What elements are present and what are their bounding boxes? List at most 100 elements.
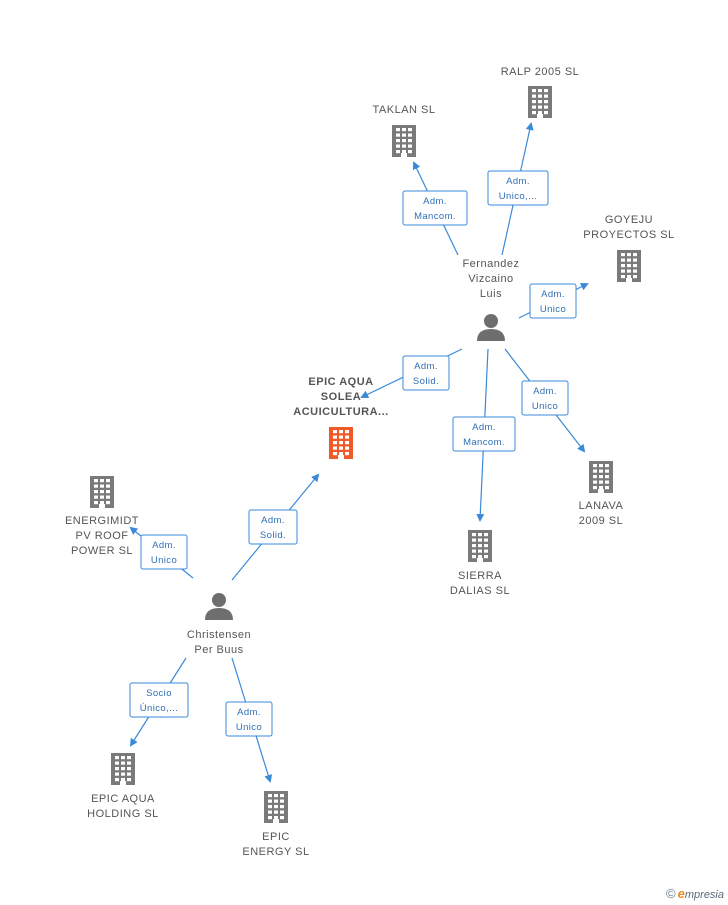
edge-label-text: Adm.	[506, 176, 530, 187]
node-label: PV ROOF	[75, 530, 128, 542]
edge-label-text: Adm.	[423, 196, 447, 207]
empresia-logo[interactable]: ©empresia	[666, 886, 724, 901]
node-label: TAKLAN SL	[373, 104, 436, 116]
node-label: Vizcaino	[468, 273, 513, 285]
person-icon	[205, 593, 233, 620]
node-label: Christensen	[187, 629, 251, 641]
edge-label-text: Adm.	[541, 289, 565, 300]
copyright-icon: ©	[666, 886, 676, 901]
building-icon	[90, 476, 114, 508]
edge-label-box	[129, 682, 189, 718]
edge-label-box	[140, 534, 188, 570]
node-label: Luis	[480, 288, 502, 300]
node-label: LANAVA	[579, 500, 624, 512]
edge-label-box	[402, 355, 450, 391]
edge-label-box	[225, 701, 273, 737]
person-icon	[477, 314, 505, 341]
edge-fernandez-ralp[interactable]: Adm. Unico,...	[487, 122, 549, 256]
edge-label-text: Solid.	[260, 530, 286, 541]
edge-label[interactable]: Adm. Solid.	[402, 355, 450, 391]
node-label: SIERRA	[458, 570, 502, 582]
edge-label-text: Unico	[532, 401, 558, 412]
edge-label-box	[487, 170, 549, 206]
building-icon	[617, 250, 641, 282]
node-epic-aqua-solea[interactable]: EPIC AQUA SOLEA ACUICULTURA...	[293, 376, 388, 459]
node-epic-energy[interactable]: EPIC ENERGY SL	[242, 791, 309, 858]
edge-christensen-epic[interactable]: Adm. Solid.	[231, 473, 320, 581]
edge-label-text: Adm.	[533, 386, 557, 397]
node-sierra-dalias[interactable]: SIERRA DALIAS SL	[450, 530, 510, 597]
node-energimidt[interactable]: ENERGIMIDT PV ROOF POWER SL	[65, 476, 139, 557]
node-label: EPIC AQUA	[91, 793, 155, 805]
node-label: Fernandez	[462, 258, 519, 270]
edge-label-box	[529, 283, 577, 319]
node-label: RALP 2005 SL	[501, 66, 580, 78]
edge-fernandez-goyeju[interactable]: Adm. Unico	[518, 283, 589, 319]
edge-label-text: Adm.	[261, 515, 285, 526]
node-label: ACUICULTURA...	[293, 406, 388, 418]
edge-label-text: Adm.	[414, 361, 438, 372]
edge-label[interactable]: Adm. Solid.	[248, 509, 298, 545]
edge-label[interactable]: Adm. Unico	[521, 380, 569, 416]
edge-label-text: Adm.	[237, 707, 261, 718]
edge-fernandez-epic[interactable]: Adm. Solid.	[360, 348, 463, 399]
edge-label-box	[521, 380, 569, 416]
node-label: Per Buus	[194, 644, 243, 656]
node-label: EPIC AQUA	[308, 376, 373, 388]
edge-label-text: Unico	[540, 304, 566, 315]
edge-christensen-energimidt[interactable]: Adm. Unico	[129, 526, 194, 579]
node-lanava[interactable]: LANAVA 2009 SL	[579, 461, 624, 527]
edge-christensen-holding[interactable]: SocioÚnico,...	[129, 657, 189, 747]
node-ralp-2005[interactable]: RALP 2005 SL	[501, 66, 580, 118]
nodes-layer: EPIC AQUA SOLEA ACUICULTURA... TAKLAN SL RAL…	[65, 66, 674, 858]
building-icon	[392, 125, 416, 157]
edge-label-text: Unico	[236, 722, 262, 733]
edge-label[interactable]: Adm. Mancom.	[452, 416, 516, 452]
edge-label-box	[248, 509, 298, 545]
edge-label-box	[452, 416, 516, 452]
building-icon	[264, 791, 288, 823]
node-label: DALIAS SL	[450, 585, 510, 597]
edge-label-text: Unico,...	[499, 191, 537, 202]
building-icon	[589, 461, 613, 493]
edge-label-text: Unico	[151, 555, 177, 566]
edge-fernandez-taklan[interactable]: Adm. Mancom.	[402, 161, 468, 256]
edges-layer: Adm.Mancom.Adm.Unico,...Adm.UnicoAdm.Sol…	[129, 122, 589, 783]
edge-label-text: Adm.	[152, 540, 176, 551]
node-label: EPIC	[262, 831, 290, 843]
edge-fernandez-sierra[interactable]: Adm. Mancom.	[452, 348, 516, 522]
edge-label[interactable]: Adm. Mancom.	[402, 190, 468, 226]
node-goyeju[interactable]: GOYEJU PROYECTOS SL	[583, 214, 674, 282]
edge-label[interactable]: Adm. Unico	[225, 701, 273, 737]
edge-label-text: Adm.	[472, 422, 496, 433]
edge-label-box	[402, 190, 468, 226]
edge-label-text: Único,...	[140, 703, 178, 714]
edge-label[interactable]: Adm. Unico	[529, 283, 577, 319]
node-taklan[interactable]: TAKLAN SL	[373, 104, 436, 157]
node-label: ENERGY SL	[242, 846, 309, 858]
edge-label-text: Socio	[146, 688, 172, 699]
node-label: HOLDING SL	[87, 808, 159, 820]
building-icon	[468, 530, 492, 562]
node-epic-aqua-holding[interactable]: EPIC AQUA HOLDING SL	[87, 753, 159, 820]
node-label: SOLEA	[321, 391, 361, 403]
node-label: GOYEJU	[605, 214, 653, 226]
edge-label-text: Mancom.	[414, 211, 456, 222]
edge-label-text: Solid.	[413, 376, 439, 387]
edge-fernandez-lanava[interactable]: Adm. Unico	[504, 348, 586, 453]
edge-label[interactable]: SocioÚnico,...	[129, 682, 189, 718]
edge-label[interactable]: Adm. Unico	[140, 534, 188, 570]
node-label: POWER SL	[71, 545, 133, 557]
edge-christensen-energy[interactable]: Adm. Unico	[225, 657, 273, 783]
building-icon	[111, 753, 135, 785]
edge-label[interactable]: Adm. Unico,...	[487, 170, 549, 206]
building-icon	[329, 427, 353, 459]
node-label: 2009 SL	[579, 515, 623, 527]
node-label: PROYECTOS SL	[583, 229, 674, 241]
building-icon	[528, 86, 552, 118]
node-label: ENERGIMIDT	[65, 515, 139, 527]
edge-label-text: Mancom.	[463, 437, 505, 448]
